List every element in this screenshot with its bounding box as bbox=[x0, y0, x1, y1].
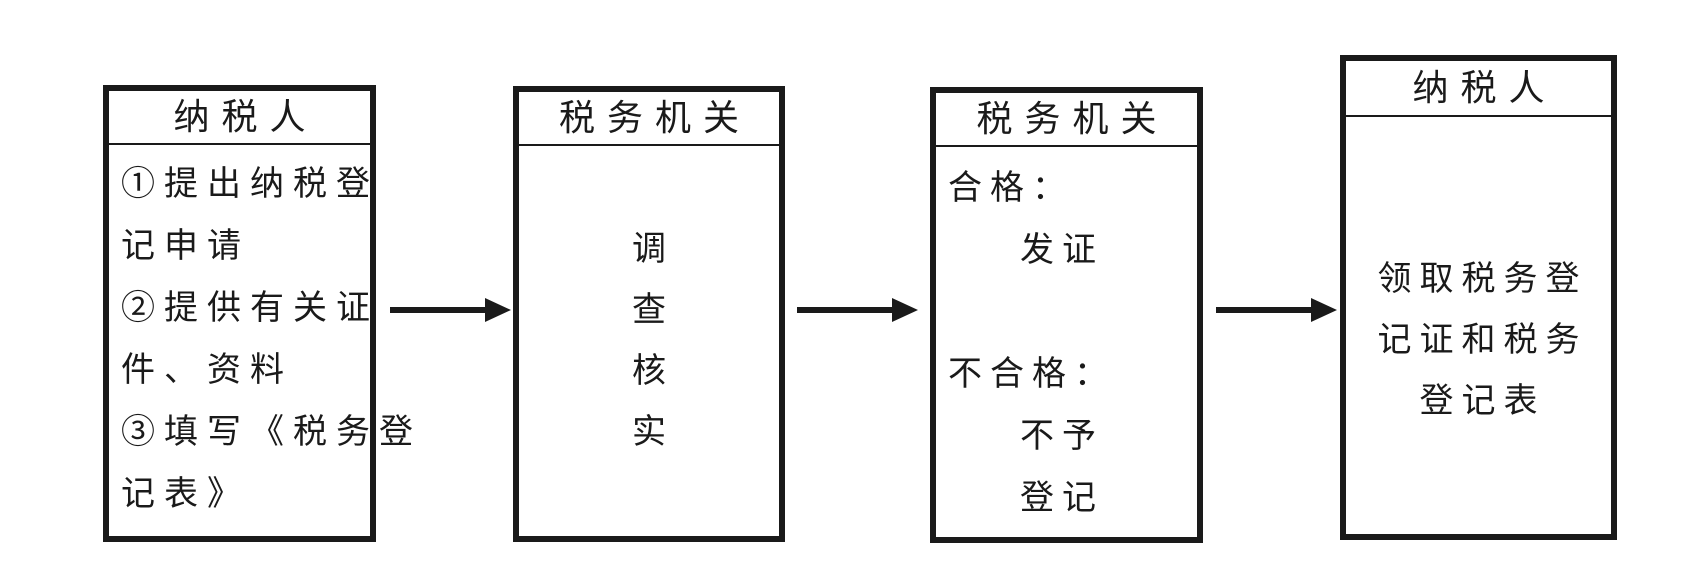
box-header-label: 纳税人 bbox=[109, 91, 370, 145]
text-line: 查 bbox=[632, 292, 666, 329]
text-line: 不合格： bbox=[948, 356, 1116, 393]
box-body: 领取税务登 记证和税务 登记表 bbox=[1346, 117, 1611, 432]
arrow-shaft bbox=[390, 307, 485, 313]
text-line: ①提出纳税登 bbox=[121, 166, 379, 203]
arrow-shaft bbox=[1216, 307, 1311, 313]
text-line: 登记表 bbox=[1419, 383, 1546, 420]
flow-arrow-1 bbox=[390, 297, 511, 323]
text-line: 记证和税务 bbox=[1377, 322, 1588, 359]
text-line-spacer bbox=[948, 282, 1197, 344]
arrow-head-icon bbox=[892, 298, 918, 322]
text-line: 登记 bbox=[1020, 480, 1104, 517]
box-body: ①提出纳税登 记申请 ②提供有关证 件、资料 ③填写《税务登 记表》 bbox=[109, 145, 422, 526]
box-body: 调 查 核 实 bbox=[519, 146, 779, 536]
flow-box-tax-authority-review: 税务机关 调 查 核 实 bbox=[513, 86, 785, 542]
text-line: 不予 bbox=[1020, 418, 1104, 455]
arrow-head-icon bbox=[1311, 298, 1337, 322]
box-body: 合格： 发证 不合格： 不予 登记 bbox=[936, 147, 1197, 530]
text-line: 合格： bbox=[948, 170, 1074, 207]
text-line: ③填写《税务登 bbox=[121, 414, 422, 451]
box-header-label: 税务机关 bbox=[519, 92, 779, 146]
text-line: 记申请 bbox=[121, 228, 250, 265]
box-header-label: 税务机关 bbox=[936, 93, 1197, 147]
text-line: 记表》 bbox=[121, 476, 250, 513]
arrow-shaft bbox=[797, 307, 892, 313]
text-line: ②提供有关证 bbox=[121, 290, 379, 327]
flow-arrow-2 bbox=[797, 297, 918, 323]
text-line: 发证 bbox=[1020, 232, 1104, 269]
box-header-label: 纳税人 bbox=[1346, 61, 1611, 117]
arrow-head-icon bbox=[485, 298, 511, 322]
text-line: 调 bbox=[632, 231, 666, 268]
text-line: 领取税务登 bbox=[1377, 261, 1588, 298]
flow-arrow-3 bbox=[1216, 297, 1337, 323]
flow-box-taxpayer-receive: 纳税人 领取税务登 记证和税务 登记表 bbox=[1340, 55, 1617, 540]
flow-box-taxpayer-application: 纳税人 ①提出纳税登 记申请 ②提供有关证 件、资料 ③填写《税务登 记表》 bbox=[103, 85, 422, 542]
text-line: 核 bbox=[632, 353, 666, 390]
text-line: 实 bbox=[632, 414, 666, 451]
flow-box-tax-authority-decision: 税务机关 合格： 发证 不合格： 不予 登记 bbox=[930, 87, 1203, 543]
text-line: 件、资料 bbox=[121, 352, 293, 389]
